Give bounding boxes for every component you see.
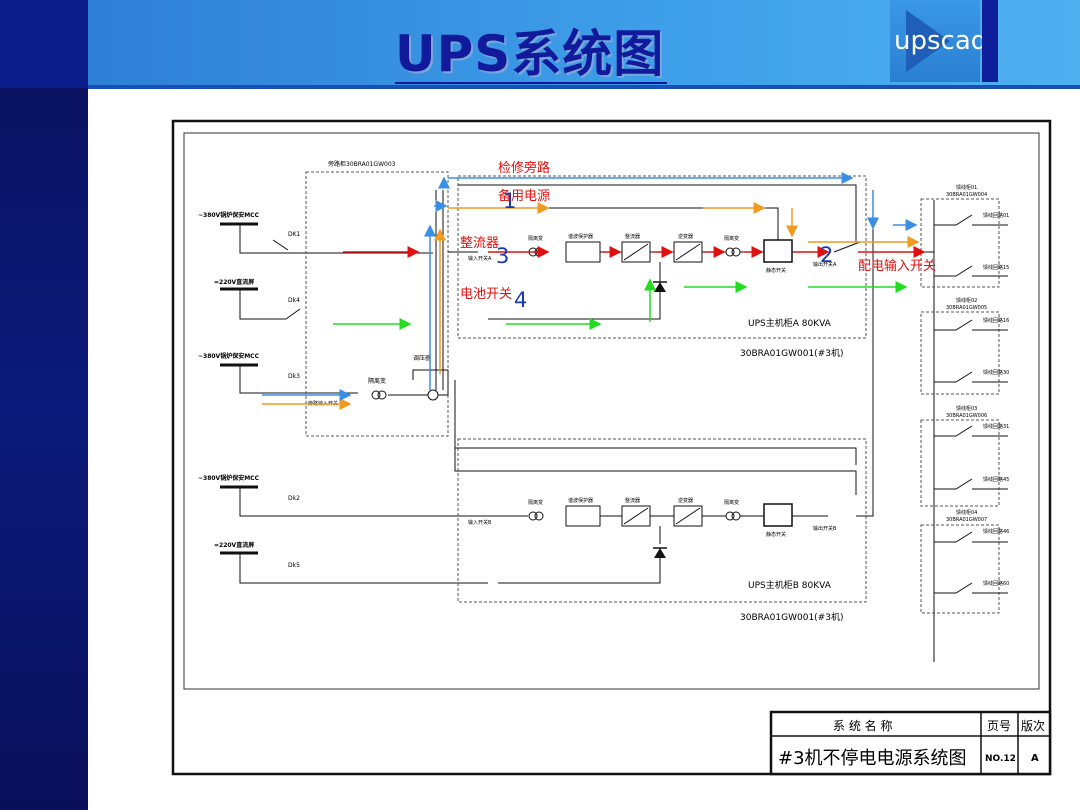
- unit-a-rectifier-label: 整流器: [625, 233, 640, 240]
- unit-b-cabinet-label: UPS主机柜B 80KVA: [748, 579, 832, 591]
- logo-arrow-icon: [906, 10, 950, 72]
- title-block-page-header: 页号: [987, 719, 1011, 733]
- source-dc-a: =220V直流屏: [214, 278, 301, 320]
- feeder-panel-01: [920, 198, 1000, 288]
- feeder-02-panel-label: 馈线柜02: [956, 297, 977, 304]
- unit-a-output-switch-label: 输出开关A: [813, 261, 837, 268]
- feeder-02-code-label: 30BRA01GW005: [946, 305, 987, 311]
- title-block: [769, 710, 1052, 776]
- feeder-switches: [934, 214, 1008, 594]
- annotation-number-2: 2: [820, 243, 833, 267]
- feeder-04-code-label: 30BRA01GW007: [946, 517, 987, 523]
- unit-b-filter-label: 谐波保护器: [568, 497, 593, 504]
- feeder-circuit-15: 馈线回路15: [983, 264, 1009, 271]
- annotation-distribution-input: 配电输入开关: [858, 258, 936, 274]
- source-dc-b: =220V直流屏: [214, 541, 488, 584]
- flow-green: [333, 278, 908, 330]
- source-dc-a-label: =220V直流屏: [214, 278, 254, 286]
- feeder-circuit-60: 馈线回路60: [983, 580, 1009, 587]
- unit-b-static-switch-label: 静态开关: [766, 531, 786, 538]
- feeder-circuit-31: 馈线回路31: [983, 423, 1009, 430]
- drawing-inner-frame: [183, 132, 1040, 690]
- unit-a-input-switch-label: 输入开关A: [468, 255, 492, 262]
- title-block-name-header: 系 统 名 称: [833, 718, 892, 733]
- drawing-frame: [171, 119, 1052, 776]
- unit-b-isolation-out-label: 隔离变: [724, 499, 739, 506]
- unit-b-isolation-in-label: 隔离变: [528, 499, 543, 506]
- unit-a-cabinet-label: UPS主机柜A 80KVA: [748, 317, 832, 329]
- unit-b-input-switch-label: 输入开关B: [468, 519, 492, 526]
- breaker-dk3-label: Dk3: [288, 373, 300, 380]
- unit-a-code-label: 30BRA01GW001(#3机): [740, 347, 843, 359]
- unit-a-filter-label: 谐波保护器: [568, 233, 593, 240]
- unit-b-output-switch-label: 输出开关B: [813, 525, 837, 532]
- title-underline: [395, 82, 667, 84]
- feeder-panel-04: [920, 524, 1000, 614]
- feeder-circuit-30: 馈线回路30: [983, 369, 1009, 376]
- source-mcc-a: ~380V锅炉保安MCC: [198, 211, 433, 254]
- feeder-03-panel-label: 馈线柜03: [956, 405, 977, 412]
- source-mcc-b-label: ~380V锅炉保安MCC: [198, 474, 260, 482]
- unit-b-code-label: 30BRA01GW001(#3机): [740, 611, 843, 623]
- logo: [890, 0, 980, 82]
- source-mcc-bypass-label: ~380V锅炉保安MCC: [198, 352, 260, 360]
- page-title: UPS系统图: [395, 25, 665, 83]
- annotation-number-3: 3: [496, 244, 509, 268]
- bypass-cabinet-label: 旁路柜30BRA01GW003: [328, 160, 396, 168]
- title-block-page: NO.12: [985, 754, 1016, 764]
- source-mcc-bypass: ~380V锅炉保安MCC: [198, 352, 358, 394]
- breaker-dk5-label: Dk5: [288, 562, 300, 569]
- feeder-circuit-46: 馈线回路46: [983, 528, 1009, 535]
- flow-blue: [262, 172, 918, 401]
- bypass-isolation-label: 隔离变: [368, 377, 386, 385]
- ups-unit-b: [457, 438, 867, 603]
- source-dc-b-label: =220V直流屏: [214, 541, 254, 549]
- unit-a-static-switch-label: 静态开关: [766, 267, 786, 274]
- title-block-name: #3机不停电电源系统图: [778, 748, 967, 769]
- source-mcc-b: ~380V锅炉保安MCC: [198, 474, 488, 517]
- annotation-number-4: 4: [514, 288, 527, 312]
- feeder-circuit-45: 馈线回路45: [983, 476, 1009, 483]
- logo-text: upscad: [894, 26, 988, 56]
- unit-a-inverter-label: 逆变器: [678, 233, 693, 240]
- sidebar-top-block: [0, 0, 88, 88]
- feeder-01-code-label: 30BRA01GW004: [946, 192, 987, 198]
- breaker-dk2-label: Dk2: [288, 495, 300, 502]
- bypass-cabinet: [305, 171, 449, 437]
- unit-a-isolation-out-label: 隔离变: [724, 235, 739, 242]
- annotation-bypass: 检修旁路: [498, 160, 550, 176]
- feeder-panel-03: [920, 419, 1000, 507]
- annotation-standby-power: 备用电源: [498, 188, 550, 204]
- logo-side-bar: [982, 0, 998, 82]
- header-divider: [88, 85, 1080, 89]
- annotation-rectifier: 整流器: [460, 236, 499, 251]
- ups-system-diagram: ~380V锅炉保安MCC DK1 =220V直流屏 Dk4 ~380V锅炉保安M…: [171, 119, 1052, 776]
- source-mcc-a-label: ~380V锅炉保安MCC: [198, 211, 260, 219]
- feeder-circuit-01: 馈线回路01: [983, 212, 1009, 219]
- regulator-label: 调压器: [413, 354, 431, 362]
- feeder-03-code-label: 30BRA01GW006: [946, 413, 987, 419]
- feeder-01-panel-label: 馈线柜01: [956, 184, 977, 191]
- left-sidebar: [0, 0, 88, 810]
- annotation-battery-switch: 电池开关: [460, 287, 512, 302]
- unit-b-inverter-label: 逆变器: [678, 497, 693, 504]
- feeder-circuit-16: 馈线回路16: [983, 317, 1009, 324]
- breaker-dk4-label: Dk4: [288, 297, 300, 304]
- title-block-version: A: [1031, 753, 1039, 764]
- title-block-version-header: 版次: [1021, 719, 1045, 733]
- unit-a-isolation-in-label: 隔离变: [528, 235, 543, 242]
- breaker-dk1-label: DK1: [288, 231, 301, 238]
- unit-b-rectifier-label: 整流器: [625, 497, 640, 504]
- annotation-number-1: 1: [503, 189, 516, 213]
- feeder-04-panel-label: 馈线柜04: [956, 509, 977, 516]
- flow-orange: [262, 202, 920, 410]
